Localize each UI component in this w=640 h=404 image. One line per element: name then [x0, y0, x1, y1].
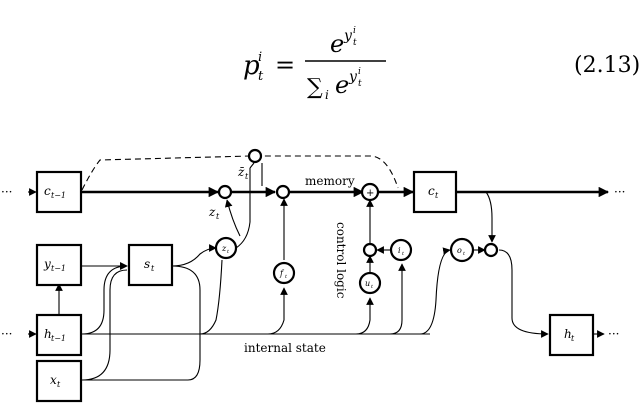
plus-sign: +: [366, 188, 374, 199]
softmax-equation: p i t = e y i t ∑ i e y i t (2.13): [243, 26, 640, 102]
h-prev-box: [35, 313, 83, 357]
s-main: s: [144, 257, 150, 271]
c-prev-main: c: [44, 184, 51, 198]
f-gate-main: f: [279, 269, 285, 278]
control-logic-label: control logic: [334, 222, 348, 299]
diagram-labels: ··· ··· ··· ··· memory internal state co…: [1, 165, 625, 355]
x-sub: t: [57, 380, 61, 389]
connectors: [28, 155, 610, 381]
x-to-s-path: [81, 269, 128, 381]
u-gate: [358, 271, 382, 295]
eq-den-exp: y: [348, 69, 358, 85]
s-sub: t: [151, 264, 155, 273]
z-gate-main: z: [221, 244, 227, 253]
eq-lhs-sub: t: [258, 69, 264, 84]
i-gate-sub: t: [402, 251, 405, 257]
h-to-s-path: [81, 262, 128, 335]
x-long-path: [82, 265, 201, 381]
f-gate: [272, 261, 296, 285]
internal-state-label: internal state: [244, 341, 326, 355]
x-main: x: [50, 373, 57, 387]
c-prev-sub: t−1: [51, 191, 66, 200]
s-box: [127, 243, 174, 287]
eq-den-exp-sup: i: [358, 67, 361, 77]
eq-equals: =: [275, 51, 295, 79]
eq-num-exp: y: [343, 28, 353, 44]
h-t-main: h: [564, 327, 572, 341]
eq-lhs: p: [243, 51, 260, 81]
state-to-z: [199, 259, 223, 335]
x-box: [35, 359, 83, 403]
zt-sub: t: [216, 212, 220, 221]
z-up-end: [249, 162, 255, 169]
h-prev-main: h: [44, 327, 52, 341]
f-gate-sub: t: [285, 274, 288, 280]
eq-den-sum-sub: i: [325, 88, 329, 102]
eq-num-exp-sub: t: [353, 38, 357, 48]
zbar-main: z̄: [237, 165, 245, 179]
state-to-u: [355, 297, 374, 335]
state-to-o: [419, 247, 451, 335]
ellipsis-left-bottom: ···: [1, 327, 12, 341]
c-t-main: c: [428, 184, 435, 198]
c-t-box: [412, 170, 458, 214]
eq-number: (2.13): [574, 53, 640, 78]
c-prev-box: [35, 170, 83, 214]
zbar-node: [247, 148, 263, 164]
eq-num-exp-sup: i: [353, 26, 356, 36]
input-mult-node: [362, 242, 378, 258]
h-t-box: [548, 313, 595, 357]
eq-lhs-sup: i: [258, 50, 262, 65]
eq-den-exp-sub: t: [358, 79, 362, 89]
y-prev-box: [35, 243, 83, 287]
y-prev-sub: t−1: [51, 264, 66, 273]
s-to-z-path: [171, 244, 217, 267]
h-t-sub: t: [571, 334, 575, 343]
o-gate-sub: t: [463, 251, 466, 257]
h-prev-sub: t−1: [51, 334, 66, 343]
ellipsis-right-top: ···: [614, 185, 625, 199]
c-t-sub: t: [435, 191, 439, 200]
zt-main: z: [208, 205, 216, 219]
c-to-out-mult: [485, 191, 496, 243]
o-gate-main: o: [457, 246, 462, 255]
u-gate-sub: t: [371, 284, 374, 290]
eq-num-base: e: [330, 30, 344, 58]
forget-mult-node: [275, 184, 291, 200]
mult-to-h: [498, 249, 549, 338]
o-gate: [449, 237, 475, 263]
u-gate-main: u: [365, 279, 370, 288]
y-prev-main: y: [43, 257, 51, 271]
z-gate-sub: t: [227, 249, 230, 255]
z-gate: [214, 236, 238, 260]
plus-node: [360, 182, 380, 202]
i-gate-main: i: [398, 246, 401, 255]
ellipsis-right-bottom: ···: [608, 327, 619, 341]
i-gate: [389, 238, 413, 262]
ellipsis-left-top: ···: [1, 185, 12, 199]
zbar-sub: t: [245, 172, 249, 181]
output-mult-node: [483, 242, 499, 258]
z-mult-node: [217, 184, 233, 200]
state-to-f: [267, 287, 288, 335]
eq-den-base: e: [335, 71, 349, 99]
gate-circles: z t f t u t i t o t +: [214, 148, 499, 295]
memory-label: memory: [305, 174, 355, 188]
z-up-path: [235, 168, 251, 249]
z-to-mult-path: [224, 199, 241, 237]
node-boxes: c t−1 y t−1 s t h t−1 x t c t h t: [35, 170, 595, 403]
state-to-i: [389, 263, 406, 335]
eq-den-sum: ∑: [307, 75, 323, 100]
